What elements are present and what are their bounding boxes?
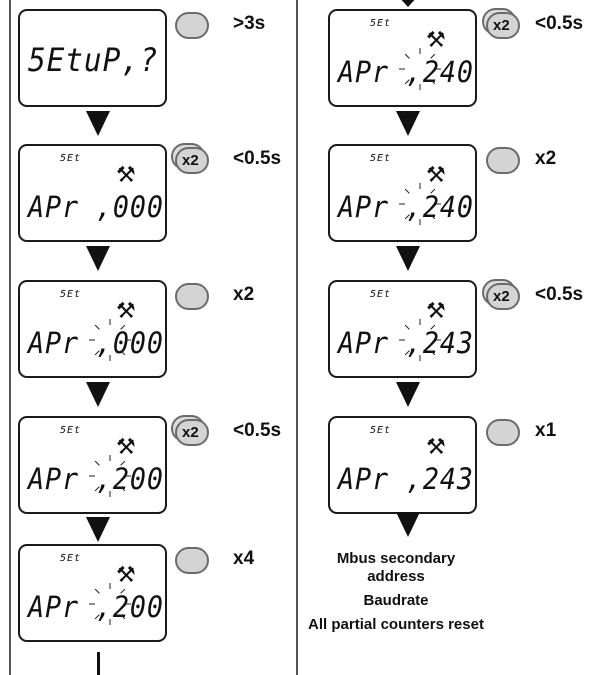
press-count-label: x2: [182, 424, 199, 441]
lcd-display: 5EtuP,?: [18, 9, 167, 107]
lcd-display: 5Et ⚒APr ,000: [18, 144, 167, 242]
wrench-screwdriver-icon: ⚒: [116, 163, 136, 188]
action-label: >3s: [233, 13, 266, 34]
flow-arrow: [86, 111, 110, 136]
push-button-icon: [175, 12, 209, 39]
flow-arrow: [86, 382, 110, 407]
wrench-screwdriver-icon: ⚒: [116, 563, 136, 588]
set-indicator: 5Et: [370, 289, 392, 300]
set-indicator: 5Et: [370, 153, 392, 164]
action-label: <0.5s: [233, 148, 282, 169]
lcd-display: 5Et⚒APr ,243: [328, 280, 477, 378]
press-count-label: x2: [182, 152, 199, 169]
lcd-display: 5Et⚒APr ,240: [328, 9, 477, 107]
action-label: x1: [535, 420, 557, 441]
blink-rays-icon: [89, 319, 131, 361]
blink-rays-icon: [399, 48, 441, 90]
continuation-line: [97, 652, 100, 675]
push-button-icon: x2: [175, 419, 209, 446]
left-border-line: [9, 0, 11, 675]
flow-arrow: [396, 382, 420, 407]
action-label: x2: [535, 148, 557, 169]
result-note-mbus: Mbus secondary address: [336, 550, 456, 585]
blink-rays-icon: [89, 583, 131, 625]
lcd-main-value: APr ,000: [28, 190, 164, 224]
push-button-icon: [175, 547, 209, 574]
push-button-icon: [486, 147, 520, 174]
wrench-screwdriver-icon: ⚒: [116, 299, 136, 324]
result-note-baudrate: Baudrate: [363, 592, 429, 609]
lcd-display: 5Et⚒APr ,200: [18, 416, 167, 514]
wrench-screwdriver-icon: ⚒: [426, 28, 446, 53]
set-indicator: 5Et: [370, 425, 392, 436]
blink-rays-icon: [399, 183, 441, 225]
action-label: x4: [233, 548, 255, 569]
lcd-main-value: 5EtuP,?: [28, 41, 159, 79]
lcd-display: 5Et⚒APr ,240: [328, 144, 477, 242]
push-button-icon: x2: [175, 147, 209, 174]
result-notes: Mbus secondary address Baudrate All part…: [306, 550, 486, 640]
blink-rays-icon: [89, 455, 131, 497]
lcd-display: 5Et⚒APr ,200: [18, 544, 167, 642]
set-indicator: 5Et: [60, 553, 82, 564]
wrench-screwdriver-icon: ⚒: [116, 435, 136, 460]
set-indicator: 5Et: [60, 289, 82, 300]
wrench-screwdriver-icon: ⚒: [426, 435, 446, 460]
set-indicator: 5Et: [370, 18, 392, 29]
set-indicator: 5Et: [60, 425, 82, 436]
result-note-counters-reset: All partial counters reset: [308, 616, 484, 633]
set-indicator: 5Et: [60, 153, 82, 164]
action-label: <0.5s: [535, 13, 584, 34]
push-button-icon: x2: [486, 283, 520, 310]
action-label: <0.5s: [233, 420, 282, 441]
flow-arrow: [86, 517, 110, 542]
lcd-display: 5Et⚒APr ,000: [18, 280, 167, 378]
blink-rays-icon: [399, 319, 441, 361]
column-divider-line: [296, 0, 298, 675]
action-label: <0.5s: [535, 284, 584, 305]
flow-arrow: [86, 246, 110, 271]
flow-arrow: [396, 246, 420, 271]
procedure-step: 5EtuP,? >3s: [0, 0, 590, 107]
action-label: x2: [233, 284, 255, 305]
flow-arrow-incoming: [396, 0, 420, 7]
lcd-main-value: APr ,243: [338, 462, 474, 496]
push-button-icon: x2: [486, 12, 520, 39]
lcd-display: 5Et ⚒APr ,243: [328, 416, 477, 514]
wrench-screwdriver-icon: ⚒: [426, 163, 446, 188]
final-flow-arrow: [396, 512, 420, 537]
press-count-label: x2: [493, 17, 510, 34]
wrench-screwdriver-icon: ⚒: [426, 299, 446, 324]
push-button-icon: [175, 283, 209, 310]
press-count-label: x2: [493, 288, 510, 305]
flow-arrow: [396, 111, 420, 136]
push-button-icon: [486, 419, 520, 446]
